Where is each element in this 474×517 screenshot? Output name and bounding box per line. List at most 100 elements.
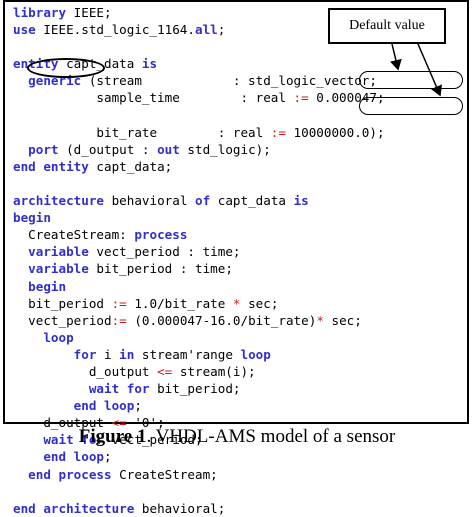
code-line: port (d_output : out std_logic); — [13, 141, 385, 158]
code-text: std_logic); — [179, 141, 271, 157]
code-keyword: of — [195, 193, 211, 209]
sample-time-default-highlight — [359, 71, 463, 89]
code-operator: := — [111, 312, 127, 328]
generic-keyword-highlight-ellipse — [27, 58, 105, 78]
code-text — [13, 244, 28, 259]
code-keyword: loop — [240, 346, 271, 362]
code-text: CreateStream: — [13, 227, 135, 243]
code-text — [13, 330, 43, 345]
code-text: IEEE; — [66, 5, 112, 20]
code-keyword: process — [134, 227, 188, 243]
code-text: d_output — [13, 415, 112, 431]
code-keyword: end entity — [13, 158, 89, 174]
code-keyword: all — [194, 22, 218, 38]
code-text: capt_data; — [88, 158, 173, 174]
figure-caption: Figure 1. VHDL-AMS model of a sensor — [0, 426, 474, 448]
code-text: sample_time : real — [13, 90, 294, 106]
code-text — [13, 467, 28, 482]
code-keyword: out — [157, 141, 180, 157]
code-text — [13, 381, 89, 396]
code-keyword: end process — [28, 466, 112, 482]
code-line — [13, 107, 385, 124]
code-text — [13, 279, 28, 294]
code-text — [13, 398, 74, 413]
code-text: stream'range — [134, 346, 241, 362]
code-keyword: for — [73, 346, 97, 362]
code-line: vect_period:= (0.000047-16.0/bit_rate)* … — [13, 312, 385, 329]
code-operator: := — [270, 124, 286, 140]
code-line: d_output <= stream(i); — [13, 363, 385, 380]
code-text: bit_period; — [149, 381, 241, 397]
code-line: end loop; — [13, 448, 385, 465]
code-keyword: begin — [13, 210, 51, 226]
code-text: bit_period : time; — [88, 261, 233, 277]
code-keyword: wait for — [88, 381, 150, 397]
code-operator: * — [316, 312, 324, 328]
code-line: library IEEE; — [13, 4, 385, 21]
code-keyword: variable — [28, 244, 89, 260]
code-operator: <= — [157, 363, 173, 379]
code-text: bit_period — [13, 295, 112, 311]
code-figure-frame: library IEEE;use IEEE.std_logic_1164.all… — [3, 0, 469, 516]
code-line: begin — [13, 209, 385, 226]
code-text: capt_data — [210, 193, 294, 209]
code-line: variable vect_period : time; — [13, 243, 385, 260]
code-text: '0'; — [126, 415, 165, 431]
code-operator: * — [232, 295, 241, 311]
code-keyword: is — [293, 193, 309, 209]
code-text: behavioral; — [134, 500, 226, 516]
code-text: vect_period — [13, 312, 112, 328]
code-text: vect_period : time; — [88, 244, 241, 260]
code-operator: := — [293, 90, 309, 106]
code-keyword: end loop — [73, 398, 135, 414]
code-line: generic (stream : std_logic_vector; — [13, 72, 385, 89]
code-keyword: begin — [28, 278, 67, 294]
code-line: bit_rate : real := 10000000.0); — [13, 124, 385, 141]
code-line: variable bit_period : time; — [13, 260, 385, 277]
code-line: CreateStream: process — [13, 226, 385, 243]
code-line: loop — [13, 329, 385, 346]
code-line — [13, 483, 385, 500]
code-line: wait for bit_period; — [13, 380, 385, 397]
code-text: ; — [134, 398, 142, 414]
code-text: (0.000047-16.0/bit_rate) — [126, 312, 317, 328]
code-keyword: is — [141, 56, 158, 72]
code-keyword: end loop — [43, 449, 105, 465]
code-text: bit_rate : real — [13, 124, 271, 140]
code-text: 1.0/bit_rate — [126, 295, 233, 311]
code-keyword: library — [13, 5, 67, 20]
code-line: end entity capt_data; — [13, 158, 385, 175]
code-keyword: end architecture — [13, 500, 135, 516]
code-text: 10000000.0); — [285, 124, 385, 140]
code-operator: := — [111, 295, 127, 311]
code-text: ; — [104, 449, 112, 465]
code-text: behavioral — [104, 193, 195, 209]
code-text — [13, 449, 43, 464]
code-line: end architecture behavioral; — [13, 500, 385, 517]
code-text: vect_period; — [104, 432, 203, 448]
code-text: (stream : std_logic_vector; — [81, 73, 377, 89]
code-text — [13, 73, 28, 88]
code-keyword: loop — [43, 329, 74, 345]
code-keyword: use — [13, 22, 36, 38]
code-line: end loop; — [13, 397, 385, 414]
code-text: (d_output : — [58, 141, 158, 157]
code-text: d_output — [13, 363, 158, 379]
code-text: ; — [217, 22, 226, 38]
code-text — [13, 142, 28, 157]
code-keyword: architecture — [13, 193, 104, 209]
code-line: use IEEE.std_logic_1164.all; — [13, 21, 385, 38]
code-keyword: variable — [28, 261, 89, 277]
code-text: sec; — [323, 312, 362, 328]
code-operator: <= — [111, 415, 127, 431]
bit-rate-default-highlight — [359, 97, 463, 115]
code-line: begin — [13, 278, 385, 295]
code-text — [13, 261, 28, 276]
code-text: stream(i); — [172, 363, 256, 379]
code-line: wait for vect_period; — [13, 431, 385, 448]
code-line: sample_time : real := 0.000047; — [13, 89, 384, 106]
figure-label: Figure 1 — [78, 426, 147, 447]
figure-caption-text: . VHDL-AMS model of a sensor — [146, 426, 396, 447]
code-line: for i in stream'range loop — [13, 346, 385, 363]
code-keyword: wait for — [43, 432, 105, 448]
